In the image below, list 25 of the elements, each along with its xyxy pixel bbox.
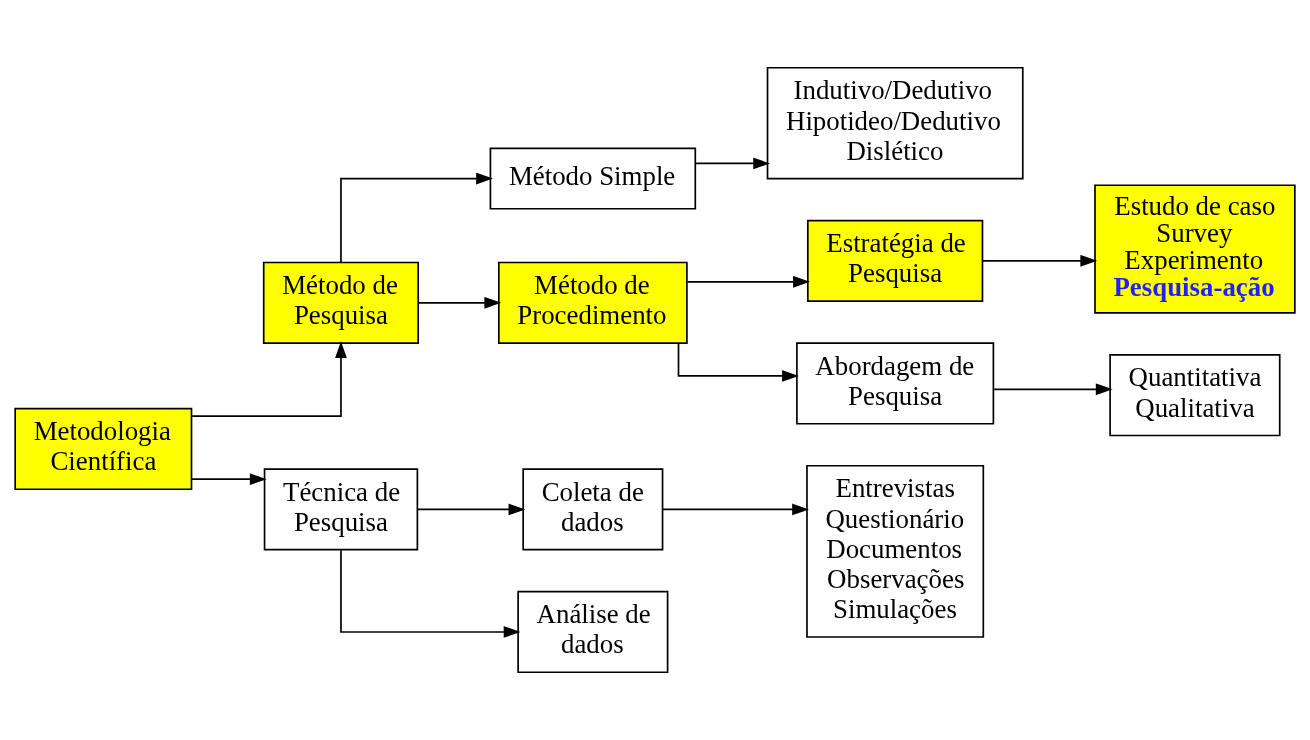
arrow — [677, 342, 799, 382]
arrow — [662, 503, 809, 516]
arrow — [340, 549, 521, 638]
arrow — [686, 275, 810, 288]
arrow — [694, 157, 771, 170]
node-box: Coleta de dados — [522, 468, 664, 551]
node-box: Estudo de caso Survey Experimento Pesquisa-ação — [1094, 184, 1296, 314]
node-box: Método Simple — [489, 147, 697, 210]
node-box: Método de Procedimento — [498, 261, 688, 344]
arrow — [993, 383, 1113, 396]
arrow — [340, 172, 493, 263]
node-box: Estratégia de Pesquisa — [807, 219, 984, 302]
node-box: Análise de dados — [517, 590, 669, 674]
arrow — [417, 503, 526, 516]
node-box: Indutivo/Dedutivo Hipotideo/Dedutivo Dislético — [766, 66, 1024, 180]
node-box: Método de Pesquisa — [262, 261, 420, 344]
node-box: Quantitativa Qualitativa — [1109, 354, 1281, 437]
node-box: Metodologia Científica — [14, 407, 193, 491]
node-box: Técnica de Pesquisa — [263, 468, 419, 551]
arrow — [191, 341, 347, 417]
arrow — [191, 473, 267, 486]
node-box: Entrevistas Questionário Documentos Observações Simulações — [806, 464, 985, 638]
arrow — [981, 254, 1098, 267]
arrow — [417, 296, 502, 309]
node-box: Abordagem de Pesquisa — [796, 342, 995, 425]
